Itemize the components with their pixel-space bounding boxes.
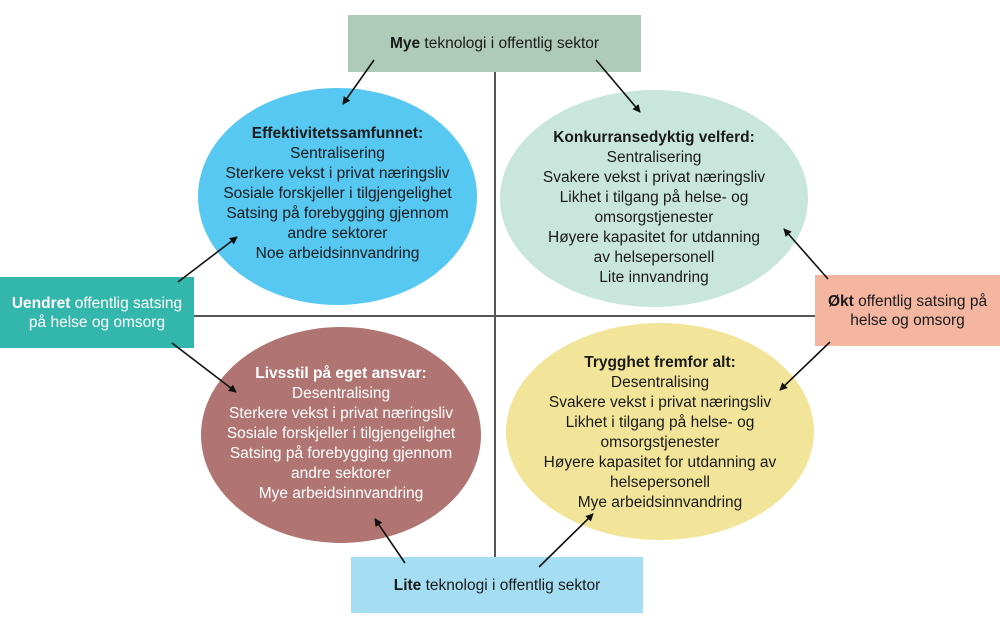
scenario-konkurransedyktig-velferd: Konkurransedyktig velferd: Sentraliserin… xyxy=(500,90,808,307)
axis-label-top-bold: Mye xyxy=(389,35,421,52)
scenario-line: Sentralisering xyxy=(606,149,702,166)
scenario-line: Desentralising xyxy=(291,385,391,402)
scenario-line: andre sektorer xyxy=(291,465,391,482)
scenario-line: Likhet i tilgang på helse- og xyxy=(559,189,749,206)
vertical-axis-line xyxy=(494,72,496,557)
scenario-line: Likhet i tilgang på helse- og xyxy=(565,414,755,431)
scenario-line: Satsing på forebygging gjennom xyxy=(226,205,449,222)
scenario-title: Konkurransedyktig velferd: xyxy=(553,129,755,146)
scenario-line: Satsing på forebygging gjennom xyxy=(229,445,453,462)
scenario-line: av helsepersonell xyxy=(593,249,715,266)
axis-label-right-text: offentlig satsing på helse og omsorg xyxy=(850,292,988,329)
scenario-line: omsorgstjenester xyxy=(600,434,720,451)
scenario-title: Trygghet fremfor alt: xyxy=(584,354,736,371)
scenario-line: helsepersonell xyxy=(610,474,710,491)
scenario-line: Svakere vekst i privat næringsliv xyxy=(542,169,766,186)
axis-label-left: Uendret offentlig satsing på helse og om… xyxy=(0,277,194,348)
axis-label-right-bold: Økt xyxy=(827,292,854,310)
scenario-title: Livsstil på eget ansvar: xyxy=(255,365,427,382)
scenario-line: Sterkere vekst i privat næringsliv xyxy=(225,165,450,182)
scenario-line: Noe arbeidsinnvandring xyxy=(255,245,420,262)
axis-label-bottom: Lite teknologi i offentlig sektor xyxy=(351,557,643,613)
scenario-line: Høyere kapasitet for utdanning av xyxy=(543,454,777,471)
axis-label-right: Økt offentlig satsing på helse og omsorg xyxy=(815,275,1000,346)
scenario-title: Effektivitetssamfunnet: xyxy=(251,125,424,142)
scenario-line: Desentralising xyxy=(610,374,710,391)
horizontal-axis-line xyxy=(194,315,815,317)
scenario-line: omsorgstjenester xyxy=(594,209,714,226)
axis-label-left-bold: Uendret xyxy=(11,294,71,312)
scenario-line: Svakere vekst i privat næringsliv xyxy=(548,394,772,411)
scenario-line: Mye arbeidsinnvandring xyxy=(577,494,743,511)
axis-label-bottom-text: teknologi i offentlig sektor xyxy=(421,576,601,594)
scenario-line: Sentralisering xyxy=(290,145,385,162)
scenario-line: Sterkere vekst i privat næringsliv xyxy=(229,405,453,422)
scenario-line: Sosiale forskjeller i tilgjengelighet xyxy=(223,185,452,202)
axis-label-top-text: teknologi i offentlig sektor xyxy=(420,35,600,52)
scenario-line: Lite innvandring xyxy=(599,269,709,286)
axis-label-top: Mye teknologi i offentlig sektor xyxy=(348,15,641,72)
axis-label-bottom-bold: Lite xyxy=(393,576,422,594)
axis-label-left-text: offentlig satsing på helse og omsorg xyxy=(28,294,183,331)
scenario-line: andre sektorer xyxy=(287,225,388,242)
scenario-line: Høyere kapasitet for utdanning xyxy=(548,229,760,246)
scenario-line: Mye arbeidsinnvandring xyxy=(258,485,424,502)
scenario-line: Sosiale forskjeller i tilgjengelighet xyxy=(226,425,456,442)
